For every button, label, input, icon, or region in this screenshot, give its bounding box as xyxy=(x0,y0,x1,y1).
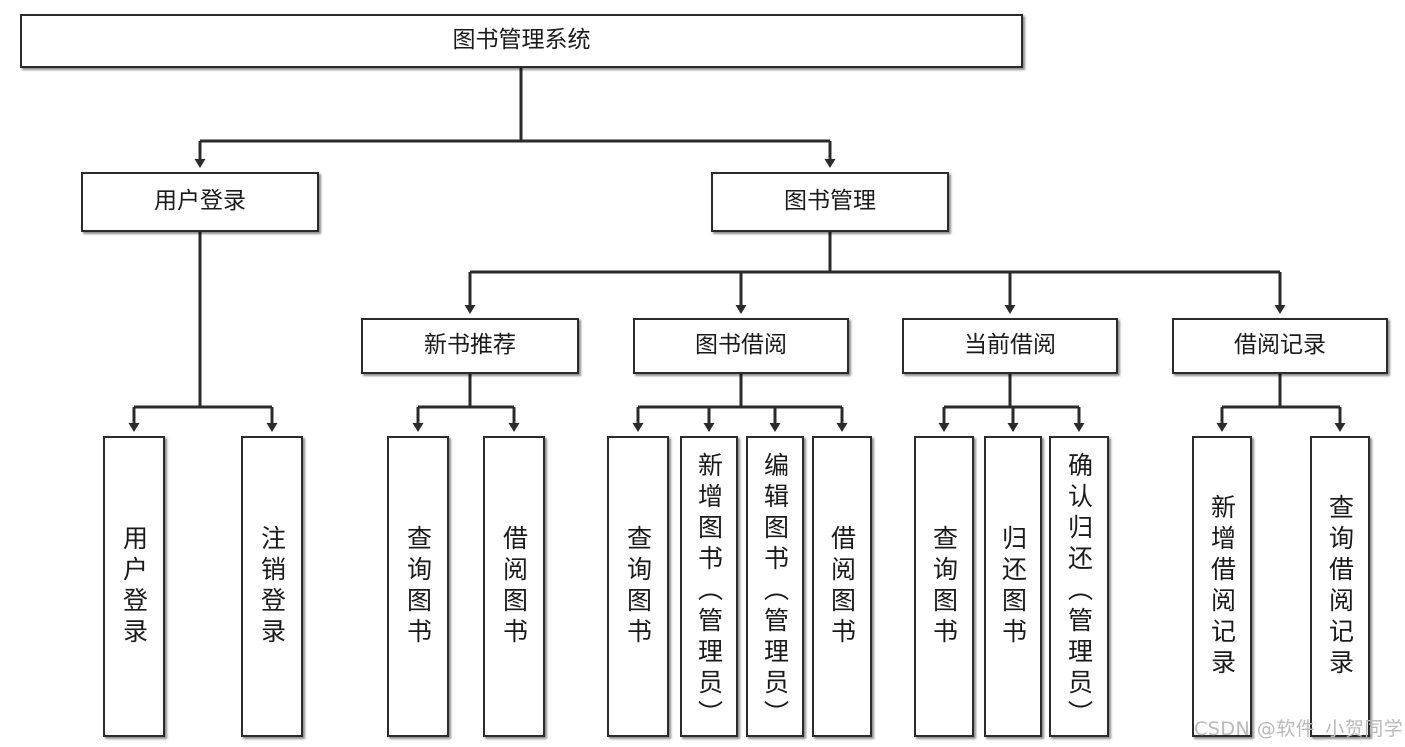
node-book-management[interactable]: 图书管理 xyxy=(711,172,949,232)
node-leaf-borrow-book-newbook-label: 借阅图书 xyxy=(499,524,529,649)
node-leaf-query-borrow-record-label: 查询借阅记录 xyxy=(1325,493,1355,680)
node-leaf-logout-label: 注销登录 xyxy=(257,524,287,649)
node-leaf-return-book[interactable]: 归还图书 xyxy=(984,436,1042,737)
node-leaf-query-book-newbook[interactable]: 查询图书 xyxy=(387,436,449,737)
node-book-management-label: 图书管理 xyxy=(784,188,876,215)
node-current-borrow[interactable]: 当前借阅 xyxy=(902,318,1118,374)
node-leaf-user-login[interactable]: 用户登录 xyxy=(103,436,165,737)
node-new-book-recommend[interactable]: 新书推荐 xyxy=(361,318,579,374)
node-leaf-confirm-return-admin-label: 确认归还（管理员） xyxy=(1064,451,1094,731)
node-new-book-recommend-label: 新书推荐 xyxy=(424,332,516,359)
node-borrow-record[interactable]: 借阅记录 xyxy=(1172,318,1388,374)
node-leaf-edit-book-admin[interactable]: 编辑图书（管理员） xyxy=(746,436,804,737)
node-book-borrow-label: 图书借阅 xyxy=(695,332,787,359)
node-user-login[interactable]: 用户登录 xyxy=(81,172,319,232)
node-leaf-borrow-book-newbook[interactable]: 借阅图书 xyxy=(483,436,545,737)
node-root-label: 图书管理系统 xyxy=(452,27,591,54)
node-leaf-add-book-admin-label: 新增图书（管理员） xyxy=(694,451,724,731)
node-user-login-label: 用户登录 xyxy=(154,188,246,215)
node-leaf-edit-book-admin-label: 编辑图书（管理员） xyxy=(760,451,790,731)
node-current-borrow-label: 当前借阅 xyxy=(964,332,1056,359)
node-leaf-query-book-newbook-label: 查询图书 xyxy=(403,524,433,649)
node-leaf-query-book-current[interactable]: 查询图书 xyxy=(914,436,974,737)
node-leaf-query-book-borrow-label: 查询图书 xyxy=(623,524,653,649)
node-leaf-logout[interactable]: 注销登录 xyxy=(241,436,303,737)
node-leaf-confirm-return-admin[interactable]: 确认归还（管理员） xyxy=(1049,436,1109,737)
node-leaf-add-book-admin[interactable]: 新增图书（管理员） xyxy=(680,436,738,737)
node-leaf-add-borrow-record-label: 新增借阅记录 xyxy=(1207,493,1237,680)
node-borrow-record-label: 借阅记录 xyxy=(1234,332,1326,359)
node-leaf-borrow-book-borrow[interactable]: 借阅图书 xyxy=(812,436,872,737)
node-leaf-return-book-label: 归还图书 xyxy=(998,524,1028,649)
node-book-borrow[interactable]: 图书借阅 xyxy=(633,318,849,374)
node-leaf-query-borrow-record[interactable]: 查询借阅记录 xyxy=(1310,436,1370,737)
csdn-watermark: CSDN @软件_小贺同学 xyxy=(1194,718,1404,740)
node-root[interactable]: 图书管理系统 xyxy=(20,14,1023,68)
node-leaf-user-login-label: 用户登录 xyxy=(119,524,149,649)
node-leaf-add-borrow-record[interactable]: 新增借阅记录 xyxy=(1192,436,1252,737)
node-leaf-borrow-book-borrow-label: 借阅图书 xyxy=(827,524,857,649)
node-leaf-query-book-current-label: 查询图书 xyxy=(929,524,959,649)
node-leaf-query-book-borrow[interactable]: 查询图书 xyxy=(607,436,669,737)
